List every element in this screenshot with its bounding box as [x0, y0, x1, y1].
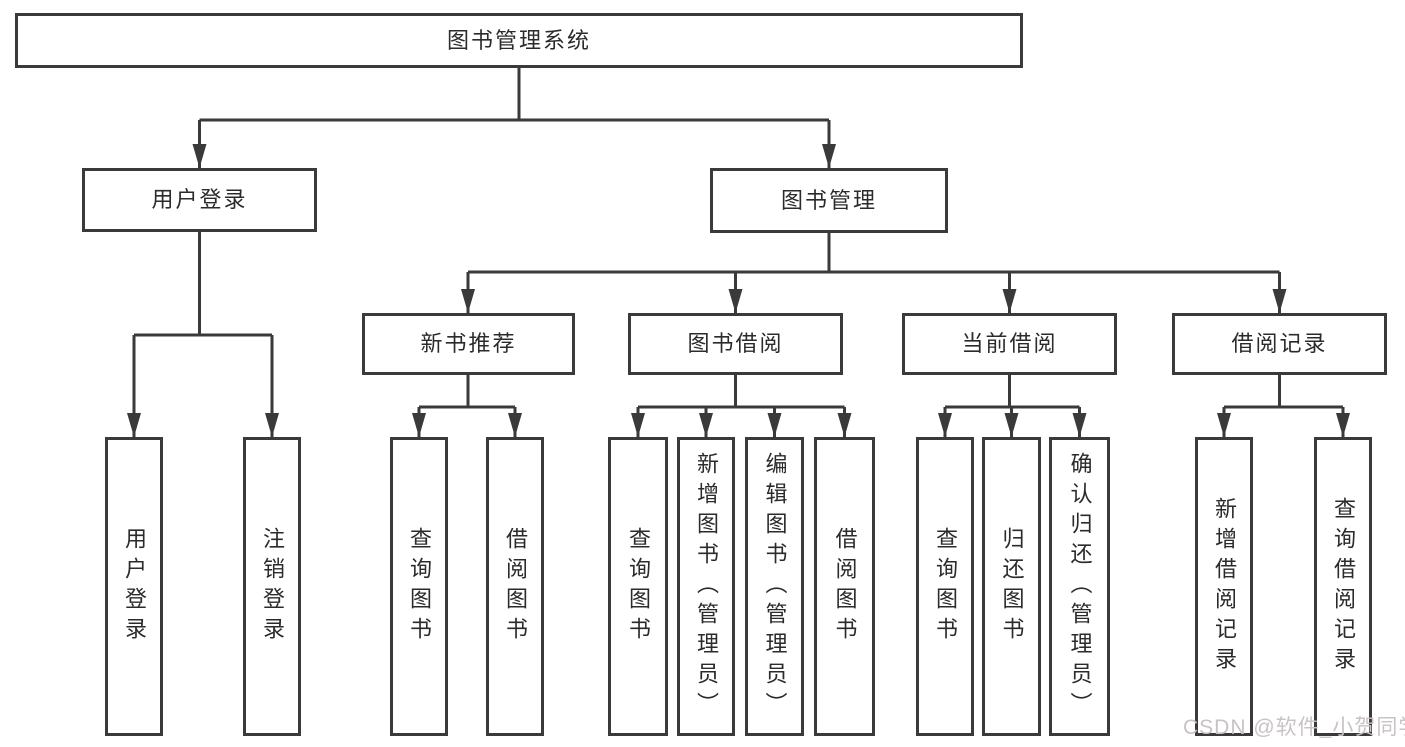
book-management-node-label: 图书管理 [780, 187, 877, 213]
leaf-query-borrow-record-node: 查询借阅记录 [1314, 437, 1372, 736]
leaf-borrow-book-newrec-label: 借阅图书 [503, 526, 528, 647]
leaf-return-book-node: 归还图书 [982, 437, 1041, 736]
user-login-node: 用户登录 [82, 168, 317, 232]
leaf-borrow-book-node: 借阅图书 [814, 437, 875, 736]
book-management-node: 图书管理 [710, 168, 948, 233]
leaf-query-book-newrec-label: 查询图书 [407, 526, 432, 647]
arrowheads [127, 144, 1350, 437]
leaf-add-borrow-record-label: 新增借阅记录 [1212, 496, 1237, 677]
leaf-query-book-borrow-node: 查询图书 [608, 437, 668, 736]
leaf-user-login-label: 用户登录 [122, 526, 147, 647]
leaf-edit-book-admin-label: 编辑图书（管理员） [762, 451, 788, 722]
leaf-query-book-borrow-label: 查询图书 [626, 526, 651, 647]
leaf-logout-label: 注销登录 [260, 526, 285, 647]
leaf-return-book-label: 归还图书 [999, 526, 1025, 647]
leaf-confirm-return-admin-node: 确认归还（管理员） [1049, 437, 1110, 736]
root-node-library-system: 图书管理系统 [15, 13, 1023, 68]
current-borrow-node-label: 当前借阅 [961, 331, 1058, 356]
leaf-borrow-book-label: 借阅图书 [832, 526, 858, 647]
leaf-add-book-admin-node: 新增图书（管理员） [677, 437, 735, 736]
new-book-recommend-node-label: 新书推荐 [420, 331, 517, 356]
leaf-user-login-node: 用户登录 [105, 437, 163, 736]
leaf-add-book-admin-label: 新增图书（管理员） [694, 451, 719, 722]
leaf-query-book-current-node: 查询图书 [916, 437, 974, 736]
leaf-add-borrow-record-node: 新增借阅记录 [1195, 437, 1253, 736]
user-login-node-label: 用户登录 [151, 187, 248, 212]
leaf-logout-node: 注销登录 [243, 437, 301, 736]
leaf-query-borrow-record-label: 查询借阅记录 [1331, 496, 1356, 677]
leaf-borrow-book-newrec-node: 借阅图书 [486, 437, 544, 736]
borrow-record-node-label: 借阅记录 [1231, 331, 1328, 356]
new-book-recommend-node: 新书推荐 [362, 313, 575, 375]
leaf-query-book-newrec-node: 查询图书 [390, 437, 448, 736]
root-node-label: 图书管理系统 [446, 27, 591, 53]
leaf-edit-book-admin-node: 编辑图书（管理员） [745, 437, 804, 736]
book-borrow-node-label: 图书借阅 [687, 331, 784, 356]
leaf-confirm-return-admin-label: 确认归还（管理员） [1067, 451, 1093, 722]
borrow-record-node: 借阅记录 [1172, 313, 1387, 375]
current-borrow-node: 当前借阅 [902, 313, 1117, 375]
book-borrow-node: 图书借阅 [628, 313, 843, 375]
leaf-query-book-current-label: 查询图书 [933, 526, 958, 647]
